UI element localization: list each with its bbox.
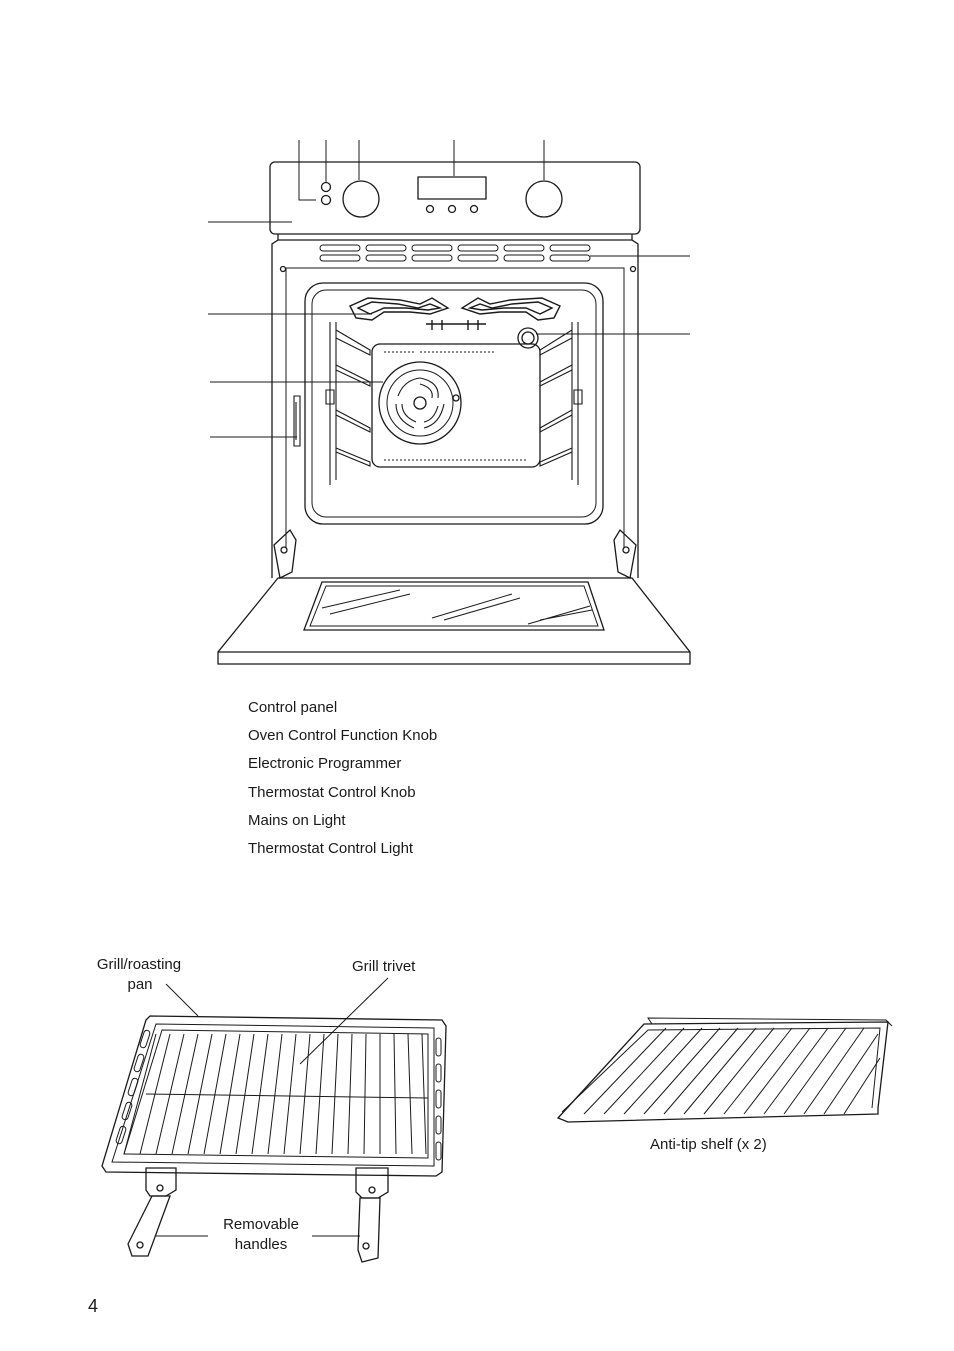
grill-pan-label-line2: pan [127, 976, 153, 993]
open-door [218, 578, 690, 664]
oven-lamp [518, 328, 538, 348]
programmer-button-icon [449, 206, 456, 213]
grill-trivet [124, 1030, 428, 1158]
grill-element [350, 298, 560, 330]
legend-item: Control panel [248, 699, 338, 716]
grill-pan [102, 1016, 446, 1176]
shelf-runners-left [326, 322, 370, 485]
mains-on-light-icon [322, 183, 331, 192]
removable-handles-label-line2: handles [234, 1236, 288, 1253]
leader-lines [208, 140, 690, 437]
legend-item: Thermostat Control Knob [248, 783, 416, 801]
grill-pan-label: Grill/roasting pan [90, 955, 188, 995]
vent-slots [320, 245, 590, 261]
oven-cavity [305, 283, 603, 524]
grill-trivet-label: Grill trivet [352, 958, 416, 975]
fan-back-panel [372, 344, 540, 467]
removable-handles-label-line1: Removable [223, 1216, 299, 1233]
control-panel [270, 162, 640, 234]
grill-pan-label-line1: Grill/roasting [96, 956, 182, 973]
legend-item: Electronic Programmer [248, 755, 402, 773]
legend-item: Mains on Light [248, 811, 346, 829]
oven-body [218, 234, 690, 664]
shelf-runners-right [540, 322, 582, 485]
removable-handles-label: Removable handles [212, 1215, 310, 1255]
programmer-display [418, 177, 486, 199]
programmer-button-icon [427, 206, 434, 213]
door-catch [294, 396, 300, 446]
thermostat-knob [526, 181, 562, 217]
programmer-button-icon [471, 206, 478, 213]
fan-icon [379, 362, 461, 444]
page-number: 4 [88, 1296, 99, 1316]
legend-item: Oven Control Function Knob [248, 727, 438, 745]
door-glass [304, 582, 604, 630]
thermostat-control-light-icon [322, 196, 331, 205]
accessory-leader-lines [156, 978, 388, 1236]
removable-handles [128, 1168, 388, 1262]
anti-tip-shelf-label: Anti-tip shelf (x 2) [650, 1136, 767, 1153]
hinge-left [274, 530, 296, 578]
parts-legend: Control panel Oven Control Function Knob… [248, 694, 437, 863]
hinge-right [614, 530, 636, 578]
anti-tip-shelf [558, 1018, 892, 1122]
function-knob [343, 181, 379, 217]
legend-item: Thermostat Control Light [248, 839, 414, 857]
